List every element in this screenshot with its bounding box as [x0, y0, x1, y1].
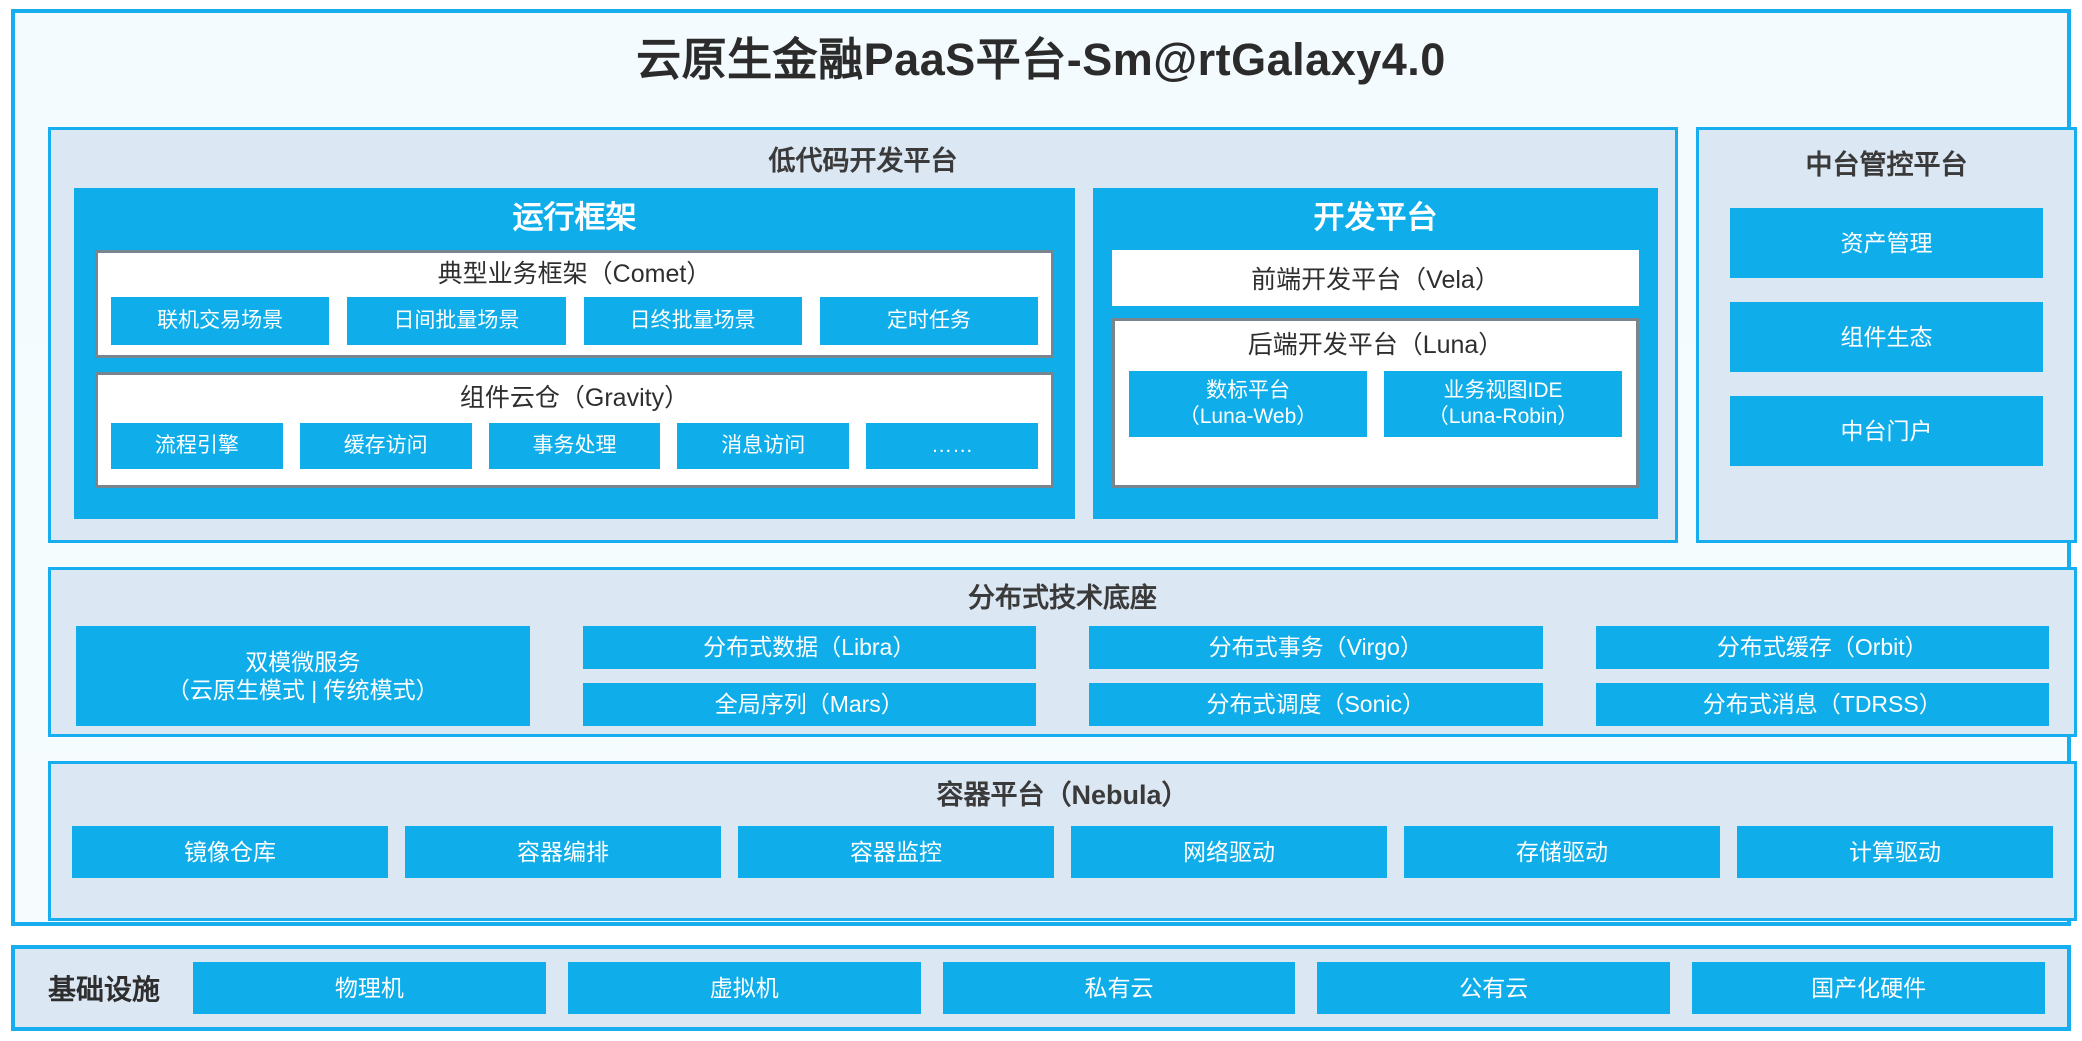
container-item-storage-driver[interactable]: 存储驱动 [1404, 826, 1720, 878]
techbase-item-tdrss[interactable]: 分布式消息（TDRSS） [1595, 683, 2049, 726]
container-item-network-driver[interactable]: 网络驱动 [1071, 826, 1387, 878]
gravity-items-row: 流程引擎 缓存访问 事务处理 消息访问 …… [111, 423, 1038, 469]
techbase-column-cache: 分布式缓存（Orbit） 分布式消息（TDRSS） [1595, 626, 2049, 726]
platform-main-card: 云原生金融PaaS平台-Sm@rtGalaxy4.0 低代码开发平台 运行框架 … [11, 9, 2077, 926]
comet-item[interactable]: 联机交易场景 [111, 297, 330, 345]
midoffice-item-portal[interactable]: 中台门户 [1730, 396, 2043, 466]
gravity-item[interactable]: 事务处理 [488, 423, 661, 469]
container-item-image-registry[interactable]: 镜像仓库 [72, 826, 388, 878]
techbase-columns: 双模微服务 （云原生模式 | 传统模式） 分布式数据（Libra） 全局序列（M… [76, 626, 2049, 726]
infrastructure-item-domestic-hardware[interactable]: 国产化硬件 [1692, 962, 2045, 1014]
container-item-orchestration[interactable]: 容器编排 [405, 826, 721, 878]
lowcode-platform-panel: 低代码开发平台 运行框架 典型业务框架（Comet） 联机交易场景 日间批量场景… [48, 127, 1678, 543]
midoffice-items-list: 资产管理 组件生态 中台门户 [1730, 208, 2043, 466]
infrastructure-item-virtual-machine[interactable]: 虚拟机 [567, 962, 921, 1014]
comet-title: 典型业务框架（Comet） [437, 260, 712, 288]
frontend-dev-platform-vela[interactable]: 前端开发平台（Vela） [1112, 250, 1639, 306]
luna-title: 后端开发平台（Luna） [1247, 331, 1504, 359]
techbase-column-transaction: 分布式事务（Virgo） 分布式调度（Sonic） [1089, 626, 1543, 726]
comet-items-row: 联机交易场景 日间批量场景 日终批量场景 定时任务 [111, 297, 1038, 345]
techbase-item-virgo[interactable]: 分布式事务（Virgo） [1089, 626, 1543, 669]
techbase-column-microservice: 双模微服务 （云原生模式 | 传统模式） [76, 626, 530, 726]
techbase-item-sonic[interactable]: 分布式调度（Sonic） [1089, 683, 1543, 726]
gravity-subpanel: 组件云仓（Gravity） 流程引擎 缓存访问 事务处理 消息访问 …… [95, 372, 1054, 488]
luna-item-robin[interactable]: 业务视图IDE （Luna-Robin） [1384, 371, 1622, 437]
infrastructure-items-row: 物理机 虚拟机 私有云 公有云 国产化硬件 [193, 962, 2067, 1014]
techbase-item-microservice[interactable]: 双模微服务 （云原生模式 | 传统模式） [76, 626, 530, 726]
comet-subpanel: 典型业务框架（Comet） 联机交易场景 日间批量场景 日终批量场景 定时任务 [95, 250, 1054, 358]
dev-platform-title: 开发平台 [1313, 200, 1438, 235]
techbase-title: 分布式技术底座 [968, 583, 1157, 613]
gravity-item-more[interactable]: …… [866, 423, 1038, 469]
container-platform-panel: 容器平台（Nebula） 镜像仓库 容器编排 容器监控 网络驱动 存储驱动 计算… [48, 761, 2077, 921]
comet-item[interactable]: 定时任务 [819, 297, 1038, 345]
distributed-techbase-panel: 分布式技术底座 双模微服务 （云原生模式 | 传统模式） 分布式数据（Libra… [48, 567, 2077, 737]
gravity-item[interactable]: 消息访问 [677, 423, 850, 469]
comet-item[interactable]: 日间批量场景 [347, 297, 566, 345]
infrastructure-item-private-cloud[interactable]: 私有云 [942, 962, 1296, 1014]
luna-items-row: 数标平台 （Luna-Web） 业务视图IDE （Luna-Robin） [1129, 371, 1622, 437]
gravity-title: 组件云仓（Gravity） [459, 384, 690, 412]
infrastructure-panel: 基础设施 物理机 虚拟机 私有云 公有云 国产化硬件 [11, 945, 2071, 1031]
midoffice-item-component-ecosystem[interactable]: 组件生态 [1730, 302, 2043, 372]
luna-item-web[interactable]: 数标平台 （Luna-Web） [1129, 371, 1367, 437]
comet-item[interactable]: 日终批量场景 [583, 297, 802, 345]
midoffice-title: 中台管控平台 [1805, 150, 1968, 180]
midoffice-item-asset-management[interactable]: 资产管理 [1730, 208, 2043, 278]
gravity-item[interactable]: 缓存访问 [299, 423, 472, 469]
techbase-item-mars[interactable]: 全局序列（Mars） [582, 683, 1036, 726]
container-items-row: 镜像仓库 容器编排 容器监控 网络驱动 存储驱动 计算驱动 [72, 826, 2053, 878]
container-item-monitoring[interactable]: 容器监控 [738, 826, 1054, 878]
infrastructure-label: 基础设施 [47, 974, 160, 1005]
techbase-column-data: 分布式数据（Libra） 全局序列（Mars） [582, 626, 1036, 726]
backend-dev-platform-luna: 后端开发平台（Luna） 数标平台 （Luna-Web） 业务视图IDE （Lu… [1112, 318, 1639, 488]
runtime-framework-title: 运行框架 [512, 200, 637, 235]
page-title: 云原生金融PaaS平台-Sm@rtGalaxy4.0 [636, 34, 1446, 85]
midoffice-control-panel: 中台管控平台 资产管理 组件生态 中台门户 [1696, 127, 2077, 543]
infrastructure-item-physical-machine[interactable]: 物理机 [193, 962, 546, 1014]
gravity-item[interactable]: 流程引擎 [111, 423, 283, 469]
infrastructure-item-public-cloud[interactable]: 公有云 [1317, 962, 1671, 1014]
container-platform-title: 容器平台（Nebula） [936, 780, 1189, 810]
techbase-item-orbit[interactable]: 分布式缓存（Orbit） [1595, 626, 2049, 669]
runtime-framework-group: 运行框架 典型业务框架（Comet） 联机交易场景 日间批量场景 日终批量场景 … [74, 188, 1075, 519]
lowcode-platform-title: 低代码开发平台 [768, 146, 958, 176]
dev-platform-group: 开发平台 前端开发平台（Vela） 后端开发平台（Luna） 数标平台 （Lun… [1093, 188, 1658, 519]
container-item-compute-driver[interactable]: 计算驱动 [1737, 826, 2053, 878]
techbase-item-libra[interactable]: 分布式数据（Libra） [582, 626, 1036, 669]
